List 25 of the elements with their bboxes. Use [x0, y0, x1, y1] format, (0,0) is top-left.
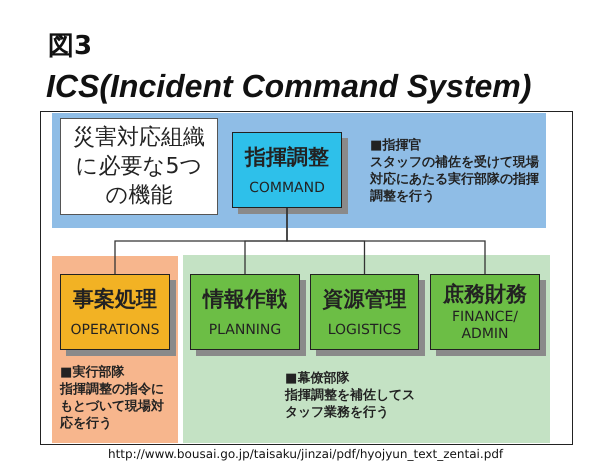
section-band	[52, 256, 178, 443]
function-name-english: COMMAND	[249, 180, 325, 196]
section-band	[183, 255, 550, 443]
section-heading: ■実行部隊	[60, 364, 124, 381]
function-name: 指揮調整	[245, 144, 329, 170]
function-name-english: OPERATIONS	[70, 322, 160, 338]
function-name-english: PLANNING	[208, 322, 282, 338]
function-name: 情報作戦	[203, 286, 287, 312]
diagram-title: ICS(Incident Command System)	[46, 68, 532, 105]
title-box	[60, 118, 218, 215]
section-description: 指揮調整を補佐してスタッフ業務を行う	[285, 387, 415, 421]
source-url: http://www.bousai.go.jp/taisaku/jinzai/pdf/hyojyun_text_zentai.pdf	[108, 447, 504, 461]
connector-line	[286, 208, 486, 274]
section-band	[52, 113, 546, 228]
function-name: 事案処理	[73, 286, 157, 312]
function-name: 資源管理	[322, 286, 406, 312]
function-name-english: LOGISTICS	[328, 322, 402, 338]
section-heading: ■指揮官	[370, 137, 422, 154]
box-text: 災害対応組織に必要な5つの機能	[72, 124, 206, 210]
function-name: 庶務財務	[443, 281, 527, 307]
section-description: スタッフの補佐を受けて現場対応にあたる実行部隊の指揮調整を行う	[370, 154, 540, 205]
figure-number: 図3	[48, 30, 92, 63]
section-heading: ■幕僚部隊	[285, 370, 350, 387]
section-description: 指揮調整の指令にもとづいて現場対応を行う	[60, 381, 165, 432]
function-name-english: FINANCE/ ADMIN	[450, 309, 520, 343]
